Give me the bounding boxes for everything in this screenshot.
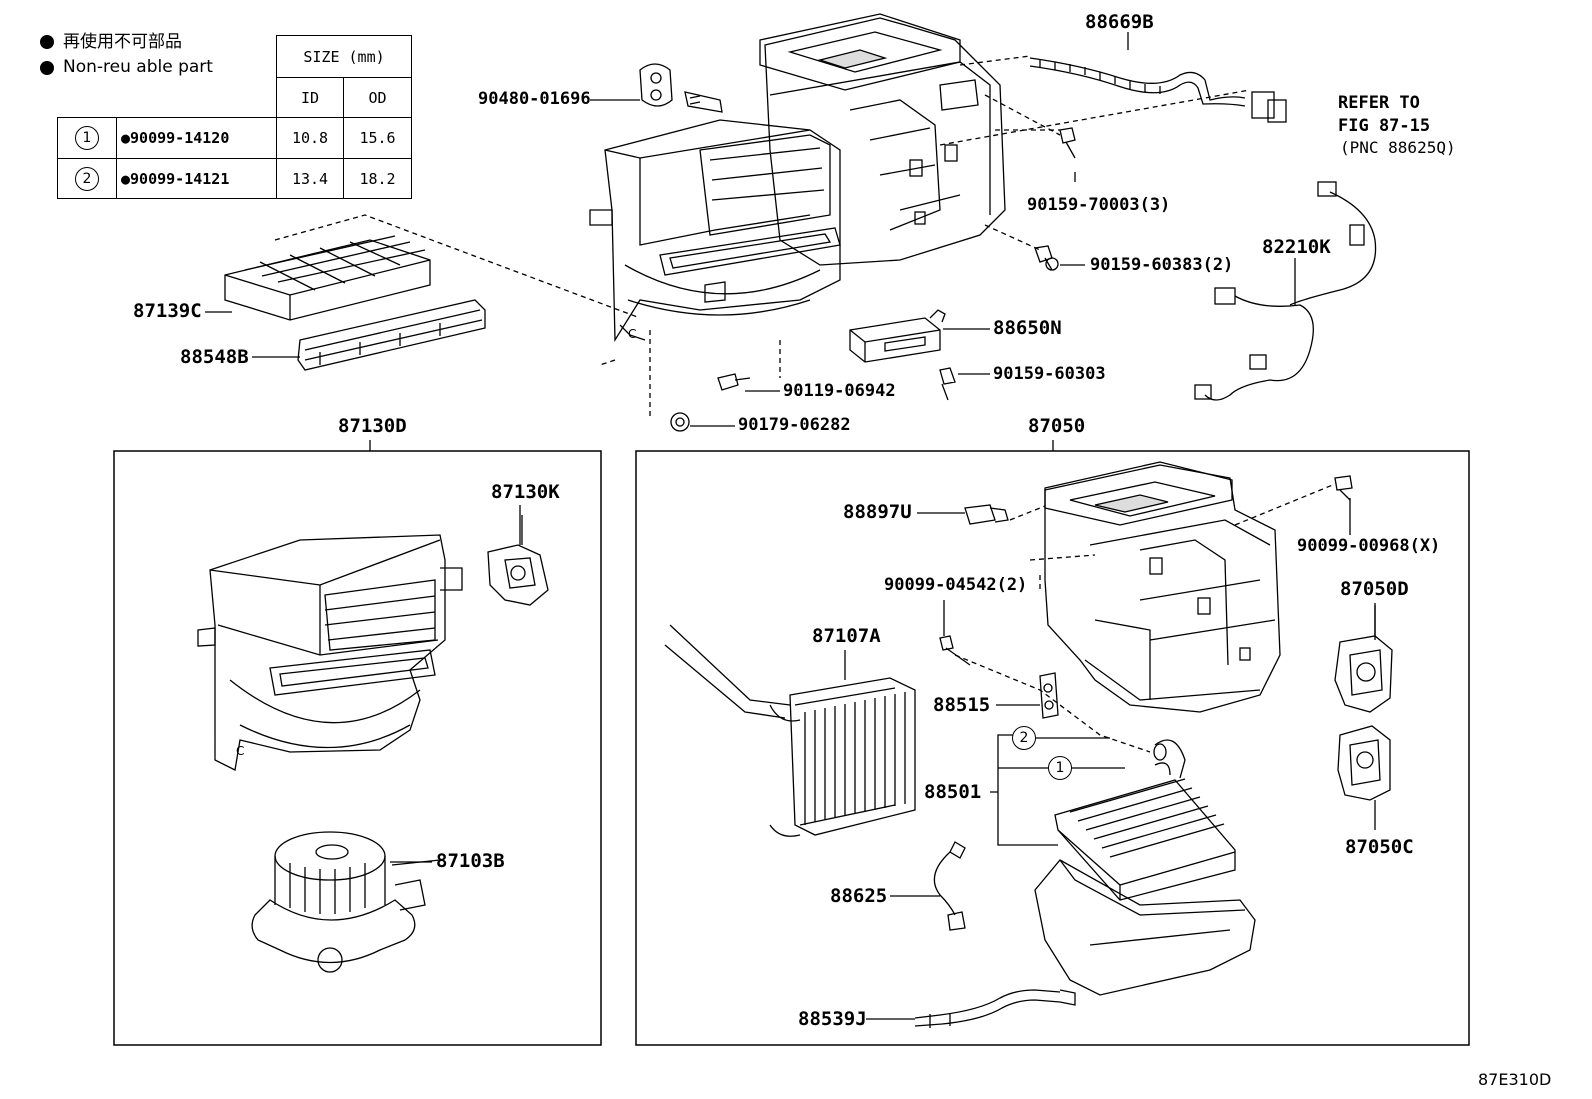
table-row: 1 ●90099-14120 10.8 15.6 — [57, 117, 412, 159]
part-label-87103b[interactable]: 87103B — [436, 850, 505, 872]
part-label-90480-01696[interactable]: 90480-01696 — [478, 89, 591, 109]
part-label-90159-70003[interactable]: 90159-70003(3) — [1027, 195, 1171, 215]
mark-1: 1 — [75, 126, 99, 150]
heater-core-drawing — [664, 624, 916, 837]
part-number: ●90099-14120 — [116, 117, 277, 159]
part-label-90159-60303[interactable]: 90159-60303 — [993, 364, 1106, 384]
wiring-harness-drawing — [1194, 181, 1377, 401]
part-label-88650n[interactable]: 88650N — [993, 317, 1062, 339]
filter-drawing — [224, 235, 431, 321]
blower-motor-drawing — [251, 831, 441, 973]
part-label-90159-60383[interactable]: 90159-60383(2) — [1090, 255, 1234, 275]
svg-text:C: C — [628, 327, 636, 341]
blower-case-drawing: C — [197, 534, 463, 771]
bullet-icon — [40, 61, 54, 75]
leader-lines — [205, 32, 1376, 1020]
part-label-88897u[interactable]: 88897U — [843, 501, 912, 523]
thermistor-drawing — [933, 841, 966, 931]
oring-mark-2: 2 — [1012, 726, 1036, 750]
id-value: 10.8 — [276, 117, 344, 159]
refer-line2[interactable]: FIG 87-15 — [1338, 116, 1431, 136]
part-label-87139c[interactable]: 87139C — [133, 300, 202, 322]
bullet-icon — [40, 35, 54, 49]
left-box-frame — [113, 450, 602, 1046]
amplifier-drawing — [849, 309, 946, 363]
part-label-90099-04542[interactable]: 90099-04542(2) — [884, 575, 1028, 595]
id-value: 13.4 — [276, 158, 344, 199]
part-number: ●90099-14121 — [116, 158, 277, 199]
filter-cover-drawing — [297, 299, 486, 371]
servo-87050c-drawing — [1337, 725, 1391, 830]
part-label-90099-00968[interactable]: 90099-00968(X) — [1297, 536, 1441, 556]
part-label-87107a[interactable]: 87107A — [812, 625, 881, 647]
size-table: SIZE (mm) ID OD 1 ●90099-14120 10.8 15.6… — [57, 35, 412, 199]
size-header: SIZE (mm) — [276, 35, 412, 78]
expansion-valve-drawing — [1039, 672, 1059, 719]
pipe-88539j-drawing — [914, 989, 1076, 1028]
lower-case-drawing — [1034, 859, 1256, 996]
table-row: 2 ●90099-14121 13.4 18.2 — [57, 158, 412, 199]
figure-id: 87E310D — [1478, 1070, 1552, 1089]
dashed-assembly-lines — [274, 55, 1251, 420]
part-label-82210k[interactable]: 82210K — [1262, 236, 1331, 258]
drain-hose-drawing — [1029, 57, 1287, 123]
oring-mark-1: 1 — [1048, 756, 1072, 780]
refer-line1: REFER TO — [1338, 93, 1420, 113]
svg-text:C: C — [236, 744, 244, 758]
part-label-87050c[interactable]: 87050C — [1345, 836, 1414, 858]
heater-unit-drawing — [1044, 461, 1281, 713]
sensor-88897u-drawing — [964, 504, 1009, 525]
part-label-88548b[interactable]: 88548B — [180, 346, 249, 368]
part-label-88515[interactable]: 88515 — [933, 694, 991, 716]
part-label-87050d[interactable]: 87050D — [1340, 578, 1409, 600]
mark-2: 2 — [75, 166, 99, 191]
part-label-90119-06942[interactable]: 90119-06942 — [783, 381, 896, 401]
col-id-header: ID — [276, 77, 344, 118]
evaporator-drawing — [1054, 739, 1236, 901]
part-label-88501[interactable]: 88501 — [924, 781, 982, 803]
refer-line3: (PNC 88625Q) — [1340, 138, 1456, 157]
part-label-90179-06282[interactable]: 90179-06282 — [738, 415, 851, 435]
part-label-87050[interactable]: 87050 — [1028, 415, 1086, 437]
part-label-88669b[interactable]: 88669B — [1085, 11, 1154, 33]
col-od-header: OD — [343, 77, 412, 118]
grommet-drawing — [639, 63, 673, 107]
screws-drawing — [670, 127, 1076, 432]
main-hvac-unit-drawing: C — [589, 13, 1006, 343]
servo-87130k-drawing — [487, 515, 549, 606]
od-value: 18.2 — [343, 158, 412, 199]
part-label-88625[interactable]: 88625 — [830, 885, 888, 907]
part-label-88539j[interactable]: 88539J — [798, 1008, 867, 1030]
part-label-87130d[interactable]: 87130D — [338, 415, 407, 437]
od-value: 15.6 — [343, 117, 412, 159]
servo-87050d-drawing — [1334, 605, 1393, 713]
part-label-87130k[interactable]: 87130K — [491, 481, 560, 503]
